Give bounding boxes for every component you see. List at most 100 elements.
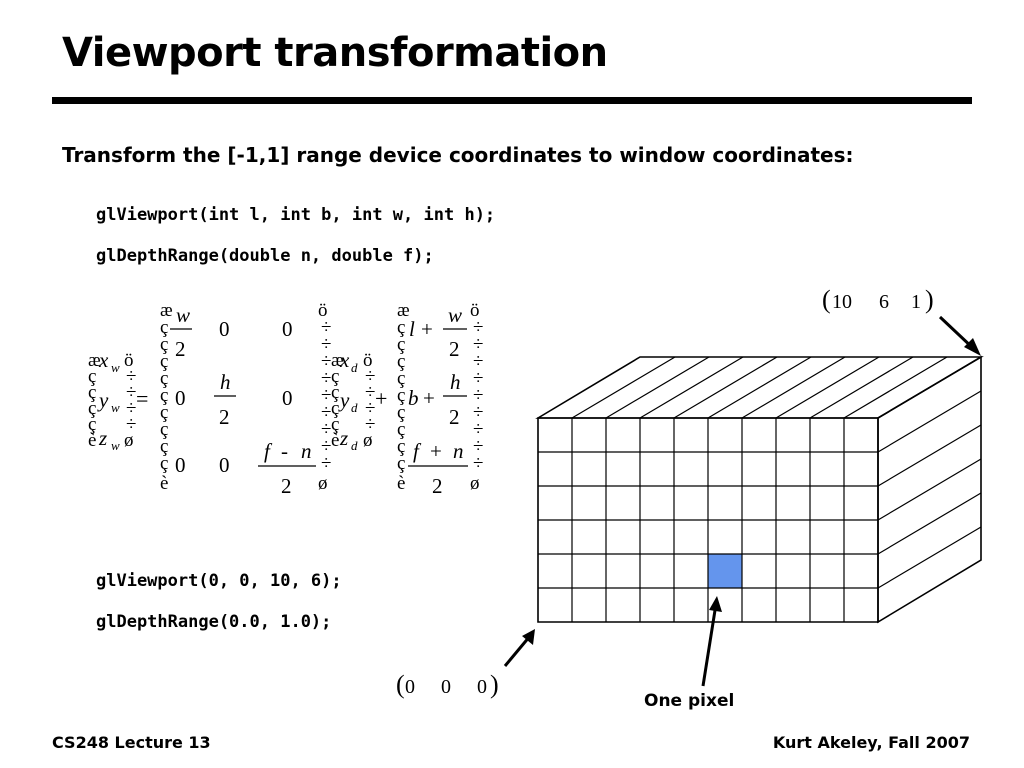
matrix-zero: 0: [219, 317, 230, 341]
bracket-glyph: ç: [331, 398, 339, 419]
bracket-glyph: è: [88, 430, 96, 451]
footer-left: CS248 Lecture 13: [52, 733, 211, 752]
code-line-viewport-call: glViewport(0, 0, 10, 6);: [96, 571, 342, 591]
bracket-glyph: æ: [160, 300, 173, 321]
side-face-line: [877, 424, 982, 487]
offset-2: 2: [449, 337, 460, 361]
bracket-glyph: ø: [124, 430, 134, 451]
top-face-line: [571, 356, 676, 419]
bracket-glyph: ç: [160, 402, 168, 423]
bracket-glyph: ç: [397, 453, 405, 474]
side-face-line: [877, 526, 982, 589]
side-face-line: [877, 458, 982, 521]
matrix-n: n: [301, 439, 312, 463]
matrix-zero: 0: [282, 317, 293, 341]
bracket-glyph: è: [331, 430, 339, 451]
bracket-glyph: æ: [397, 300, 410, 321]
bracket-glyph: ÷: [365, 366, 375, 387]
top-face-line: [775, 356, 880, 419]
lhs-sub: w: [111, 360, 120, 375]
equation-offset-vector: æ ç ç ç ç ç ç ç ç ç è ö ÷ ÷ ÷ ÷ ÷ ÷ ÷ ÷: [397, 300, 483, 498]
matrix-minus: -: [281, 439, 288, 463]
code-line-depthrange-call: glDepthRange(0.0, 1.0);: [96, 612, 332, 632]
bracket-glyph: ç: [397, 402, 405, 423]
equation-device-vector: æ ç ç ç ç è ö ÷ ÷ ÷ ÷ ø x d y d z d: [331, 348, 375, 453]
svg-text:): ): [925, 285, 934, 314]
bracket-glyph: ÷: [365, 398, 375, 419]
bracket-glyph: ç: [331, 366, 339, 387]
bracket-glyph: ç: [160, 419, 168, 440]
bracket-glyph: ç: [397, 351, 405, 372]
matrix-2: 2: [219, 405, 230, 429]
offset-plus: +: [430, 439, 442, 463]
arrowhead-bottom-corner: [522, 629, 535, 645]
arrowhead-top-corner: [964, 338, 981, 356]
bracket-glyph: ø: [470, 473, 480, 494]
bracket-glyph: ç: [397, 436, 405, 457]
matrix-w: w: [176, 303, 190, 327]
offset-b: b: [408, 386, 419, 410]
top-face-line: [605, 356, 710, 419]
lhs-z: z: [98, 426, 107, 450]
bracket-glyph: ç: [160, 317, 168, 338]
slide-title: Viewport transformation: [62, 30, 608, 76]
offset-n: n: [453, 439, 464, 463]
bracket-glyph: ÷: [321, 453, 331, 474]
bracket-glyph: ÷: [473, 453, 483, 474]
bracket-glyph: ÷: [126, 382, 136, 403]
bracket-glyph: ç: [397, 385, 405, 406]
lhs-y: y: [97, 388, 109, 412]
bracket-glyph: ç: [88, 382, 96, 403]
coord-value: 0: [441, 676, 451, 698]
bracket-glyph: ø: [363, 430, 373, 451]
bracket-glyph: ÷: [321, 436, 331, 457]
bracket-glyph: ç: [397, 419, 405, 440]
coord-value: 0: [477, 676, 487, 698]
offset-h: h: [450, 370, 461, 394]
offset-2: 2: [432, 474, 443, 498]
bracket-glyph: ÷: [473, 351, 483, 372]
matrix-h: h: [220, 370, 231, 394]
equation-lhs-vector: æ ç ç ç ç è x w y w z w ö ÷ ÷ ÷ ÷ ø: [88, 348, 136, 453]
code-line-viewport-signature: glViewport(int l, int b, int w, int h);: [96, 205, 496, 225]
svg-text:(: (: [822, 285, 831, 314]
top-face-line: [707, 356, 812, 419]
bracket-glyph: ÷: [473, 368, 483, 389]
footer-right: Kurt Akeley, Fall 2007: [772, 733, 970, 752]
bracket-glyph: ç: [88, 414, 96, 435]
bracket-glyph: ç: [397, 334, 405, 355]
bracket-glyph: ç: [88, 398, 96, 419]
arrow-bottom-corner: [503, 635, 532, 667]
bracket-glyph: ö: [124, 350, 134, 371]
svg-text:(: (: [396, 670, 405, 699]
bracket-glyph: ÷: [473, 419, 483, 440]
bracket-glyph: ÷: [473, 402, 483, 423]
bracket-glyph: ÷: [321, 385, 331, 406]
matrix-zero: 0: [219, 453, 230, 477]
coord-value: 10: [832, 291, 852, 313]
vec-x: x: [339, 348, 350, 372]
bracket-glyph: ç: [331, 414, 339, 435]
top-face-line: [809, 356, 914, 419]
plus-sign: +: [375, 386, 387, 411]
bracket-glyph: ÷: [126, 414, 136, 435]
matrix-zero: 0: [175, 386, 186, 410]
offset-plus: +: [423, 386, 435, 410]
title-rule: [52, 97, 972, 104]
vec-sub: d: [351, 360, 358, 375]
coord-value: 0: [405, 676, 415, 698]
bracket-glyph: ç: [160, 351, 168, 372]
coord-value: 6: [879, 291, 889, 313]
bracket-glyph: ç: [160, 436, 168, 457]
arrowhead-one-pixel: [709, 596, 722, 612]
bracket-glyph: ÷: [473, 334, 483, 355]
bracket-glyph: ç: [397, 317, 405, 338]
matrix-2: 2: [175, 337, 186, 361]
bracket-glyph: ö: [470, 300, 480, 321]
top-face-line: [639, 356, 744, 419]
matrix-f: f: [264, 439, 273, 463]
offset-plus: +: [421, 317, 433, 341]
side-face-lines: [877, 390, 982, 589]
svg-text:): ): [490, 670, 499, 699]
matrix-2: 2: [281, 474, 292, 498]
